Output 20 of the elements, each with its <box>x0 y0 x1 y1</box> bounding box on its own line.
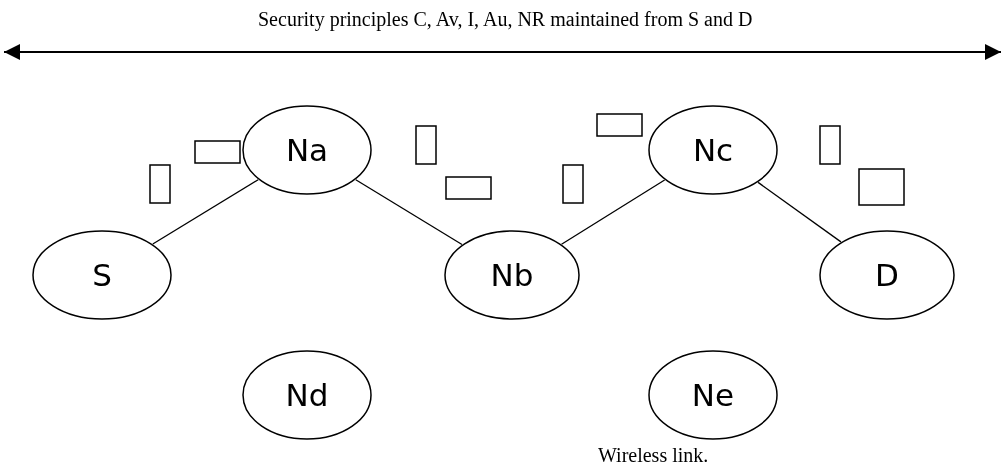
node-ellipse <box>444 230 580 320</box>
node-label: Nc <box>691 132 735 168</box>
node-label: D <box>874 257 900 293</box>
node-ellipse <box>648 105 778 195</box>
node-label: Nd <box>284 377 330 413</box>
caption-text: Wireless link. <box>598 444 709 467</box>
node-label: S <box>91 257 113 293</box>
connector-line <box>355 179 463 246</box>
node-ellipse <box>32 230 172 320</box>
node-ellipse <box>819 230 955 320</box>
node-ellipse <box>648 350 778 440</box>
connector-line <box>152 179 259 245</box>
connector-line <box>757 181 842 243</box>
principles-note: Security principles C, Av, I, Au, NR maintained from S and D <box>258 8 753 31</box>
node-ellipse <box>242 350 372 440</box>
node-label: Na <box>284 132 330 168</box>
node-label: Nb <box>489 257 535 293</box>
connector-line <box>560 179 666 245</box>
node-label: Ne <box>690 377 736 413</box>
node-ellipse <box>242 105 372 195</box>
